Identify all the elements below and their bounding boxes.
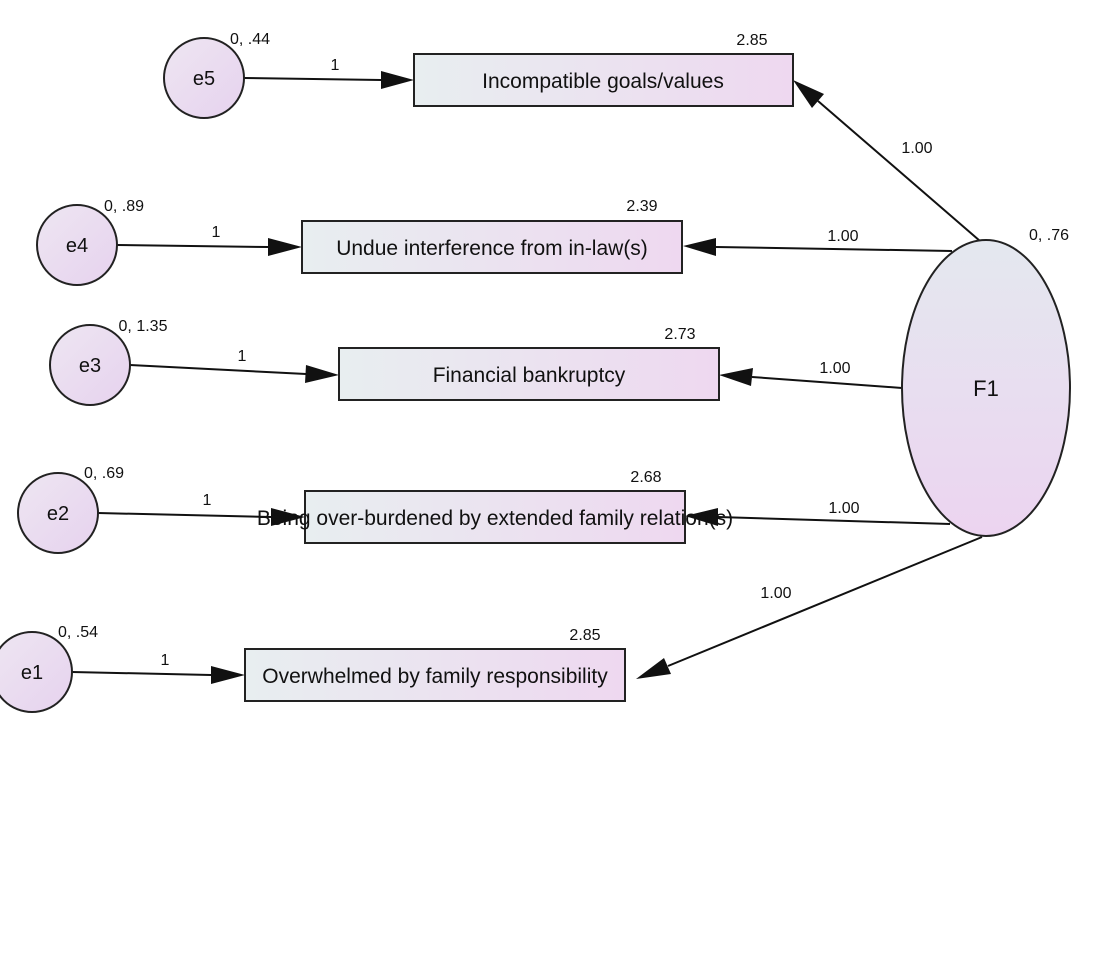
error-terms xyxy=(0,37,245,713)
latent-label-f1: F1 xyxy=(973,376,999,401)
intercept-v3: 2.73 xyxy=(664,326,695,343)
error-circle-e2 xyxy=(17,472,99,554)
arrowhead-e1-v1 xyxy=(211,666,245,684)
error-name-e4: e4 xyxy=(66,235,88,257)
error-circle-e1 xyxy=(0,631,73,713)
path-e5-v5 xyxy=(243,77,382,81)
path-f1-v4 xyxy=(715,246,953,252)
path-f1-v2 xyxy=(717,516,951,525)
arrowhead-e4-v4 xyxy=(268,238,302,256)
error-stat-labels: 0, .44 0, .89 0, 1.35 0, .69 0, .54 xyxy=(58,31,270,641)
observed-variables xyxy=(244,53,794,702)
error-name-labels: e5 e4 e3 e2 e1 xyxy=(21,68,215,684)
observed-box-v2 xyxy=(304,490,686,544)
arrowhead-e5-v5 xyxy=(381,71,414,89)
error-stats-e5: 0, .44 xyxy=(230,31,270,48)
arrowhead-e3-v3 xyxy=(305,365,339,383)
intercept-v5: 2.85 xyxy=(736,32,767,49)
loading-v2: 1.00 xyxy=(828,500,859,517)
error-stats-e2: 0, .69 xyxy=(84,465,124,482)
error-stats-e1: 0, .54 xyxy=(58,624,98,641)
error-weight-e1: 1 xyxy=(161,652,170,669)
error-circle-e5 xyxy=(163,37,245,119)
path-e4-v4 xyxy=(116,244,269,248)
latent-ellipse-f1 xyxy=(901,239,1071,537)
arrowhead-e2-v2 xyxy=(271,508,305,526)
observed-box-v1 xyxy=(244,648,626,702)
error-weight-e4: 1 xyxy=(212,224,221,241)
intercept-v4: 2.39 xyxy=(626,198,657,215)
observed-label-v2: Being over-burdened by extended family r… xyxy=(257,507,733,530)
error-weight-e2: 1 xyxy=(203,492,212,509)
loading-v1: 1.00 xyxy=(760,585,791,602)
arrowhead-f1-v4 xyxy=(683,238,716,256)
loading-labels: 1.00 1.00 1.00 1.00 1.00 xyxy=(760,140,932,602)
loading-v5: 1.00 xyxy=(901,140,932,157)
loading-v3: 1.00 xyxy=(819,360,850,377)
path-f1-v5 xyxy=(817,100,981,242)
observed-label-v1: Overwhelmed by family responsibility xyxy=(262,665,608,688)
loading-paths xyxy=(636,80,983,679)
error-name-e2: e2 xyxy=(47,503,69,525)
error-name-e3: e3 xyxy=(79,355,101,377)
error-weight-labels: 1 1 1 1 1 xyxy=(161,57,340,669)
path-e3-v3 xyxy=(129,364,307,375)
error-circle-e3 xyxy=(49,324,131,406)
error-stats-e4: 0, .89 xyxy=(104,198,144,215)
observed-box-v4 xyxy=(301,220,683,274)
error-weight-e5: 1 xyxy=(331,57,340,74)
error-name-e5: e5 xyxy=(193,68,215,90)
arrowhead-f1-v2 xyxy=(685,508,718,526)
loading-v4: 1.00 xyxy=(827,228,858,245)
path-e1-v1 xyxy=(71,671,212,676)
observed-label-v5: Incompatible goals/values xyxy=(482,70,724,93)
arrowhead-f1-v3 xyxy=(719,368,753,386)
intercept-v1: 2.85 xyxy=(569,627,600,644)
observed-label-v3: Financial bankruptcy xyxy=(433,364,626,387)
path-f1-v1 xyxy=(667,536,983,667)
error-name-e1: e1 xyxy=(21,662,43,684)
arrowhead-f1-v5 xyxy=(793,80,824,108)
error-circle-e4 xyxy=(36,204,118,286)
observed-box-v5 xyxy=(413,53,794,107)
latent-variance-f1: 0, .76 xyxy=(1029,227,1069,244)
arrowhead-f1-v1 xyxy=(636,658,671,679)
error-paths xyxy=(71,71,414,684)
path-e2-v2 xyxy=(97,512,272,518)
error-weight-e3: 1 xyxy=(238,348,247,365)
observed-label-v4: Undue interference from in-law(s) xyxy=(336,237,648,260)
error-stats-e3: 0, 1.35 xyxy=(119,318,168,335)
observed-box-v3 xyxy=(338,347,720,401)
intercept-v2: 2.68 xyxy=(630,469,661,486)
intercept-labels: 2.85 2.39 2.73 2.68 2.85 xyxy=(569,32,767,644)
observed-labels: Incompatible goals/values Undue interfer… xyxy=(257,70,733,688)
path-f1-v3 xyxy=(751,376,903,389)
